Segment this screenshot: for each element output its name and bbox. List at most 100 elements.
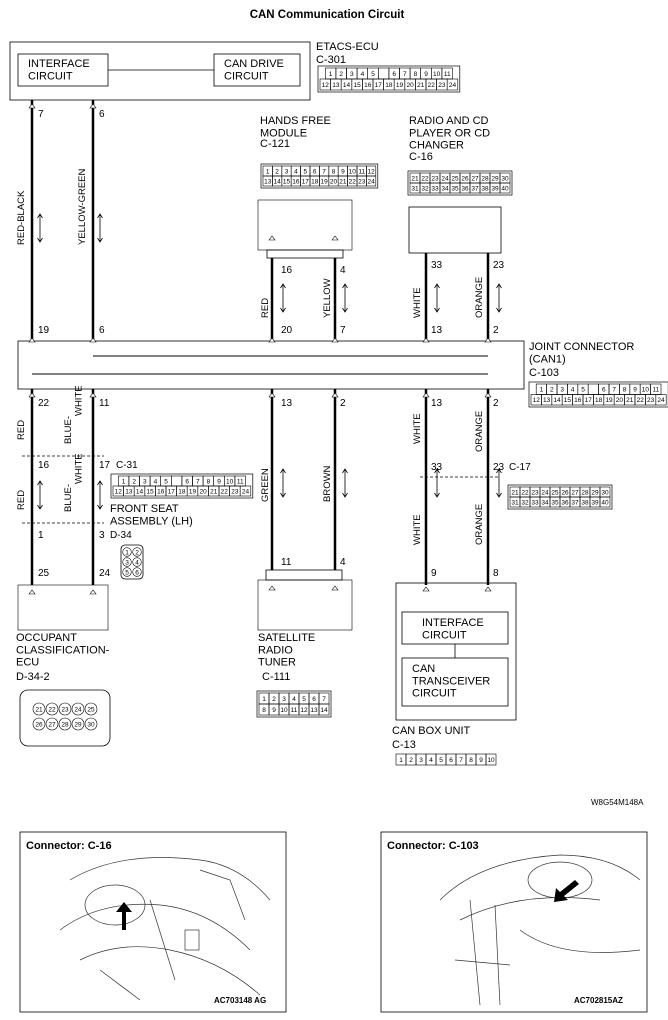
wire-orange-mid: ORANGE: [474, 411, 485, 452]
photo-right: Connector: C-103 AC702815AZ: [380, 831, 648, 1013]
connector-pin-label: 3: [350, 71, 354, 78]
connector-cell: [499, 182, 511, 194]
connector-cell: [318, 703, 330, 716]
joint-pin-22: 22: [38, 398, 50, 409]
connector-pin-label: 16: [292, 178, 300, 185]
bidirectional-arrow-icon: [97, 480, 103, 510]
connector-pin-label: 8: [332, 168, 336, 175]
joint-pin-11: 11: [99, 398, 110, 409]
connector-pin-label: 10: [226, 478, 234, 485]
bidirectional-arrow-icon: [97, 213, 103, 243]
connector-pin-label: 28: [481, 175, 489, 182]
connector-pin-label: 36: [561, 499, 569, 506]
connector-pin-label: 23: [358, 178, 366, 185]
connector-pin-label: 4: [292, 696, 296, 703]
photo-left: Connector: C-16 AC703148 AG: [19, 831, 287, 1013]
connector-pin-label: 38: [481, 185, 489, 192]
connector-pin-label: 32: [421, 185, 429, 192]
connector-outline: [317, 65, 461, 93]
connector-pin-label: 24: [449, 82, 457, 89]
can-box-code: C-13: [392, 739, 416, 751]
joint-pin-2: 2: [493, 325, 499, 336]
connector-pin-label: 24: [657, 397, 665, 404]
connector-pin-label: 15: [564, 397, 572, 404]
hands-free-code: C-121: [260, 138, 290, 150]
connector-pin-label: 1: [122, 478, 126, 485]
connector-pin-label: 22: [349, 178, 357, 185]
connector-cell: [71, 702, 85, 716]
connector-pin-label: 7: [403, 71, 407, 78]
connector-pin-label: 7: [322, 696, 326, 703]
connector-pin-label: 4: [571, 387, 575, 394]
connector-pin-label: 12: [322, 82, 330, 89]
connector-pin-label: 21: [626, 397, 634, 404]
bidirectional-arrow-icon: [37, 213, 43, 243]
connector-pin-label: 21: [511, 489, 519, 496]
joint-pin-7: 7: [340, 325, 346, 336]
connector-pin-label: 8: [623, 387, 627, 394]
connector-pin-label: 24: [441, 175, 449, 182]
radio-code: C-16: [409, 151, 433, 163]
connector-pin-label: 19: [320, 178, 328, 185]
connector-pin-label: 13: [125, 488, 133, 495]
connector-pin-label: 21: [35, 706, 43, 713]
connector-pin-label: 23: [647, 397, 655, 404]
connector-pin-label: 6: [185, 478, 189, 485]
connector-pin-label: 13: [332, 82, 340, 89]
connector-pin-label: 5: [581, 387, 585, 394]
wire-red-upper: RED: [16, 420, 27, 440]
connector-pin-label: 27: [571, 489, 579, 496]
wire-orange-lower: ORANGE: [474, 504, 485, 545]
connector-pin-label: 26: [461, 175, 469, 182]
connector-pin-label: 7: [322, 168, 326, 175]
connector-pin-label: 34: [441, 185, 449, 192]
connector-cell: [84, 702, 98, 716]
connector-pin-label: 33: [531, 499, 539, 506]
connector-pin-label: 11: [291, 707, 298, 714]
wire-white-mid: WHITE: [412, 413, 423, 444]
connector-pin-label: 9: [217, 478, 221, 485]
connector-pin-label: 20: [330, 178, 338, 185]
photo-left-code: AC703148 AG: [214, 996, 266, 1005]
bidirectional-arrow-icon: [280, 468, 286, 498]
terminal-marker-icon: [484, 337, 492, 343]
bidirectional-arrow-icon: [37, 480, 43, 510]
connector-cell: [377, 67, 390, 80]
connector-cell: [122, 547, 132, 557]
connector-pin-label: 24: [367, 178, 375, 185]
connector-cell: [32, 702, 46, 716]
connector-cell: [446, 78, 459, 91]
connector-pin-label: 26: [561, 489, 569, 496]
connector-pin-label: 4: [429, 757, 433, 764]
c31-pin-17: 17: [99, 460, 111, 471]
connector-pin-label: 6: [449, 757, 453, 764]
connector-cell: [132, 567, 142, 577]
bidirectional-arrow-icon: [496, 283, 502, 313]
terminal-marker-icon: [422, 337, 430, 343]
front-seat-pin-1: 1: [38, 530, 44, 541]
joint-code: C-103: [529, 367, 559, 379]
connector-pin-label: 17: [375, 82, 383, 89]
connector-pin-label: 22: [428, 82, 436, 89]
connector-pin-label: 14: [320, 707, 328, 714]
wire-red-black: RED-BLACK: [16, 190, 27, 245]
connector-pin-label: 4: [361, 71, 365, 78]
connector-pin-label: 16: [364, 82, 372, 89]
connector-pin-label: 1: [262, 696, 266, 703]
connector-pin-label: 1: [329, 71, 333, 78]
connector-pin-label: 4: [135, 559, 139, 566]
terminal-marker-icon: [28, 337, 36, 343]
connector-pin-label: 16: [574, 397, 582, 404]
hands-free-pin-4: 4: [340, 265, 346, 276]
connector-pin-label: 2: [132, 478, 136, 485]
connector-pin-label: 25: [551, 489, 559, 496]
connector-pin-label: 20: [199, 488, 207, 495]
connector-pin-label: 22: [637, 397, 645, 404]
